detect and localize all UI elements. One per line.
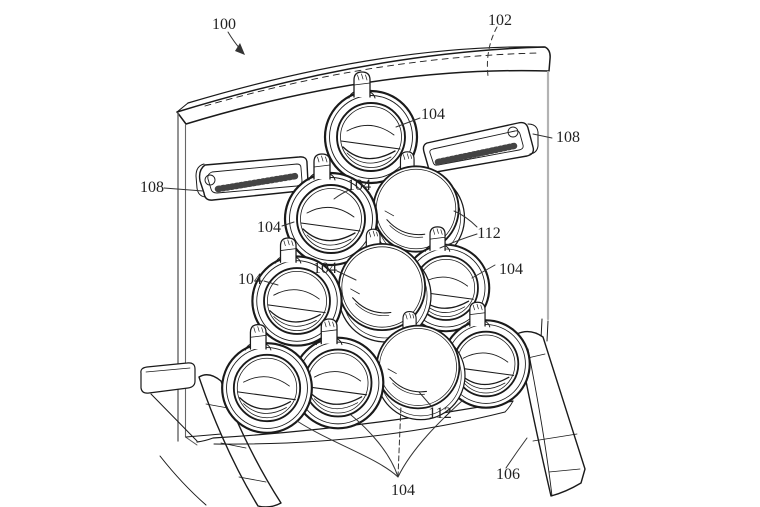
- reference-numerals: 100 102 104 104 104 104 104 104 104 106 …: [140, 12, 580, 499]
- panel-left-bottom: [185, 436, 198, 446]
- slot-left: [195, 156, 309, 201]
- leader-102: [486, 26, 498, 77]
- panel-top-band: [176, 46, 551, 125]
- leader-106: [505, 437, 528, 469]
- ref-label-104-row3-right: 104: [499, 261, 523, 278]
- ref-label-112-top: 112: [477, 225, 500, 242]
- leader-104-row2: [333, 188, 352, 200]
- slot-right-hole: [507, 126, 519, 138]
- leader-108-left: [163, 187, 204, 192]
- leader-112-bottom: [418, 391, 433, 408]
- leg-right: [516, 330, 586, 497]
- panel-hidden-edge: [204, 52, 539, 107]
- leg-left: [198, 374, 282, 507]
- slot-right-hatch: [434, 142, 518, 166]
- base-left-edge: [150, 393, 198, 442]
- ref-label-112-bottom: 112: [428, 405, 451, 422]
- ref-label-104-row3-left: 104: [238, 271, 262, 288]
- leader-104-top: [395, 117, 421, 128]
- leader-104-row3-left: [263, 280, 279, 286]
- leader-100-arrowhead: [235, 43, 245, 55]
- ref-label-104-row3-mid: 104: [313, 260, 337, 277]
- leader-104-bottom-a: [296, 420, 399, 478]
- leader-lines: [163, 26, 553, 478]
- slot-right: [422, 121, 539, 173]
- ref-label-108-left: 108: [140, 179, 164, 196]
- ref-label-104-bottom: 104: [391, 482, 415, 499]
- leader-112-top-b: [439, 233, 478, 249]
- leader-104-bottom-b: [350, 414, 399, 478]
- deck-front-edge: [213, 411, 506, 445]
- leader-104-bottom-c: [397, 404, 402, 478]
- foot-pad-left: [140, 362, 196, 394]
- ref-label-100: 100: [212, 16, 236, 33]
- leader-104-row3-right: [471, 264, 496, 279]
- ref-label-104-row2-left: 104: [257, 219, 281, 236]
- leader-104-bottom-d: [397, 399, 464, 478]
- base-left-curve: [159, 455, 207, 506]
- leader-108-right: [532, 133, 553, 139]
- panel-top-back-arc: [187, 46, 545, 104]
- ref-label-102: 102: [488, 12, 512, 29]
- ref-label-104-row2: 104: [347, 177, 371, 194]
- panel-corner-facet: [176, 102, 189, 113]
- ref-label-106: 106: [496, 466, 520, 483]
- ref-label-108-right: 108: [556, 129, 580, 146]
- leader-112-top-a: [453, 210, 478, 228]
- slot-left-hatch: [214, 172, 300, 193]
- leader-104-row3-mid: [336, 270, 357, 281]
- base-stand: [140, 330, 586, 507]
- ref-label-104-top: 104: [421, 106, 445, 123]
- slot-left-hole: [204, 174, 216, 186]
- leader-104-row2-left: [281, 221, 295, 227]
